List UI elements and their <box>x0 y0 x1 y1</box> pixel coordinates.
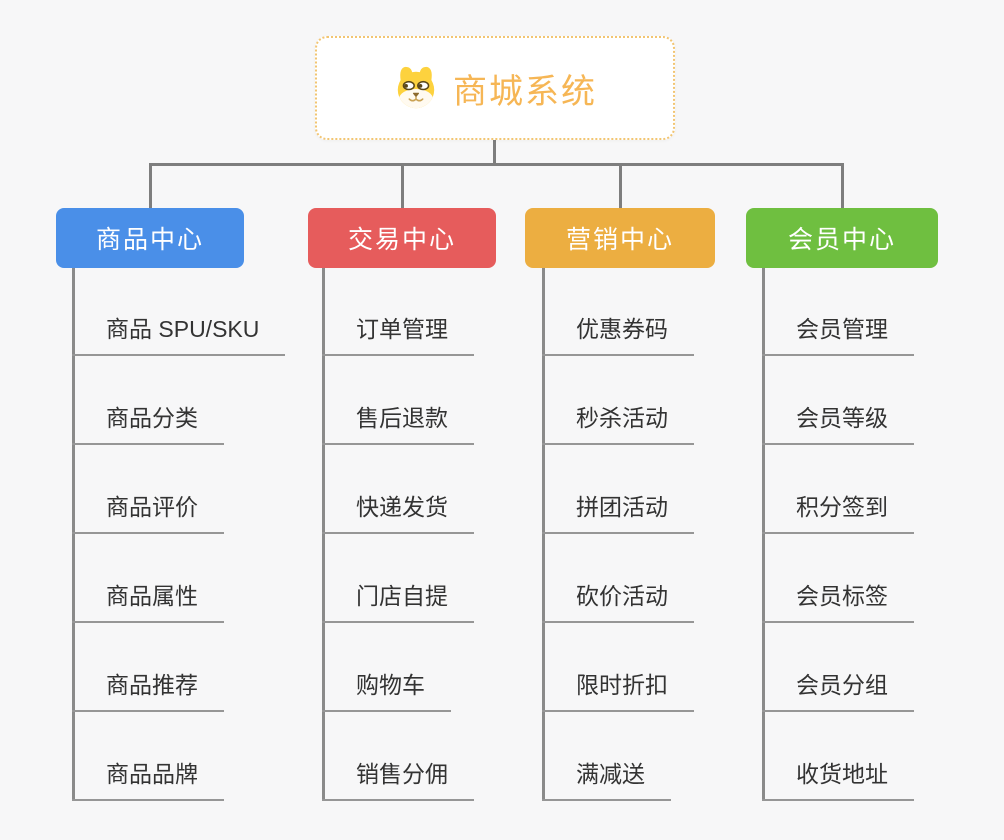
branch-label: 商品中心 <box>95 226 204 254</box>
leaf-topic[interactable]: 满减送 <box>542 759 671 801</box>
branch-member-center[interactable]: 会员中心 <box>746 208 938 268</box>
leaf-topic[interactable]: 秒杀活动 <box>542 403 694 445</box>
branch-drop-line <box>841 163 844 208</box>
leaf-topic[interactable]: 门店自提 <box>322 581 474 623</box>
branch-trade-center[interactable]: 交易中心 <box>308 208 496 268</box>
leaf-topic[interactable]: 快递发货 <box>322 492 474 534</box>
leaf-topic[interactable]: 商品品牌 <box>72 759 224 801</box>
leaf-topic[interactable]: 收货地址 <box>762 759 914 801</box>
branch-label: 交易中心 <box>347 226 456 254</box>
dog-face-icon <box>397 66 435 109</box>
leaf-topic[interactable]: 商品评价 <box>72 492 224 534</box>
branch-bus-line <box>149 163 843 166</box>
branch-drop-line <box>401 163 404 208</box>
branch-label: 会员中心 <box>787 226 896 254</box>
branch-trunk-line <box>542 268 545 801</box>
branch-product-center[interactable]: 商品中心 <box>56 208 244 268</box>
leaf-topic[interactable]: 砍价活动 <box>542 581 694 623</box>
leaf-topic[interactable]: 售后退款 <box>322 403 474 445</box>
branch-drop-line <box>619 163 622 208</box>
leaf-topic[interactable]: 商品分类 <box>72 403 224 445</box>
leaf-topic[interactable]: 订单管理 <box>322 314 474 356</box>
leaf-topic[interactable]: 商品 SPU/SKU <box>72 314 286 356</box>
leaf-topic[interactable]: 拼团活动 <box>542 492 694 534</box>
leaf-topic[interactable]: 购物车 <box>322 670 451 712</box>
branch-marketing-center[interactable]: 营销中心 <box>525 208 715 268</box>
branch-label: 营销中心 <box>565 226 674 254</box>
leaf-topic[interactable]: 优惠券码 <box>542 314 694 356</box>
branch-trunk-line <box>762 268 765 801</box>
root-topic[interactable]: 商城系统 <box>315 36 675 140</box>
leaf-topic[interactable]: 限时折扣 <box>542 670 694 712</box>
leaf-topic[interactable]: 商品推荐 <box>72 670 224 712</box>
branch-drop-line <box>149 163 152 208</box>
leaf-topic[interactable]: 积分签到 <box>762 492 914 534</box>
leaf-topic[interactable]: 商品属性 <box>72 581 224 623</box>
leaf-topic[interactable]: 会员分组 <box>762 670 914 712</box>
root-topic-title: 商城系统 <box>453 72 597 111</box>
leaf-topic[interactable]: 会员等级 <box>762 403 914 445</box>
branch-trunk-line <box>72 268 75 801</box>
root-connector-line <box>493 139 496 165</box>
leaf-topic[interactable]: 会员管理 <box>762 314 914 356</box>
leaf-topic[interactable]: 销售分佣 <box>322 759 474 801</box>
leaf-topic[interactable]: 会员标签 <box>762 581 914 623</box>
branch-trunk-line <box>322 268 325 801</box>
